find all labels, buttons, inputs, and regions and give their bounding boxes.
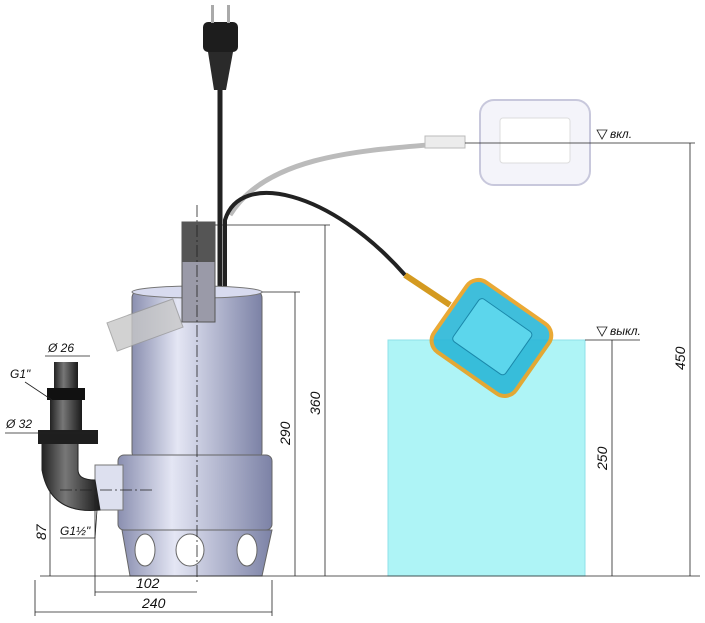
label-height-360: 360 [307,391,323,415]
level-on-marker [596,129,608,140]
label-diameter-32: Ø 32 [5,417,32,431]
float-switch-off [429,277,554,398]
power-plug [203,5,238,90]
label-diameter-26: Ø 26 [47,341,74,355]
label-thread-g1-half: G1½" [60,524,91,538]
label-level-off: выкл. [610,324,641,338]
label-height-250: 250 [594,446,610,471]
cable-gland [403,272,452,308]
level-off-marker [596,326,608,337]
dimension-lines [5,129,700,616]
float-cable-upper [227,139,463,217]
label-width-240: 240 [141,595,166,611]
float-cable-lower [223,191,407,290]
label-height-87: 87 [33,523,49,540]
label-thread-g1: G1" [10,367,31,381]
float-switch-on [424,99,591,186]
label-height-290: 290 [277,421,293,446]
pump [38,221,273,577]
label-height-450: 450 [672,346,688,370]
label-width-102: 102 [136,575,160,591]
label-level-on: вкл. [610,127,632,141]
